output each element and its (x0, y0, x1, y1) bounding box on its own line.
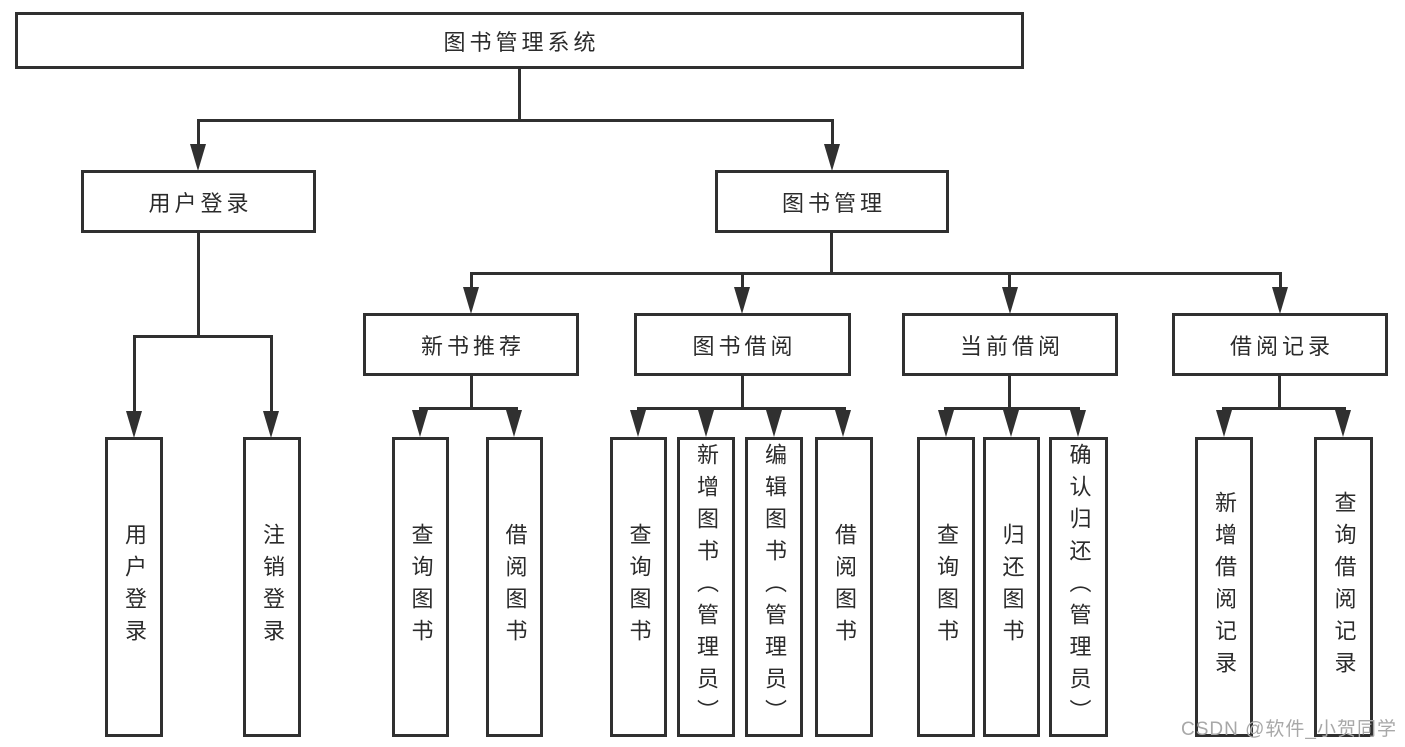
leaf-query-books-recommend: 查询图书 (392, 437, 449, 737)
connector-drop-borrow-records (1279, 272, 1282, 290)
arrowhead-icon (698, 410, 714, 437)
node-label: 用户登录 (122, 523, 147, 651)
leaf-add-borrow-record: 新增借阅记录 (1195, 437, 1253, 737)
leaf-query-books-borrow: 查询图书 (610, 437, 667, 737)
node-label: 图书管理 (781, 190, 886, 216)
arrowhead-icon (190, 144, 206, 171)
node-label: 查询图书 (408, 523, 434, 651)
connector-level3-bar (470, 272, 1282, 275)
node-label: 新增借阅记录 (1212, 491, 1237, 683)
node-label: 新增图书（管理员） (694, 443, 719, 731)
arrowhead-icon (824, 144, 840, 171)
leaf-logout: 注销登录 (243, 437, 301, 737)
leaf-add-book-admin: 新增图书（管理员） (677, 437, 735, 737)
arrowhead-icon (734, 287, 750, 314)
node-book-borrowing: 图书借阅 (634, 313, 851, 376)
node-label: 借阅图书 (832, 523, 857, 651)
connector-drop-new-book (470, 272, 473, 290)
arrowhead-icon (1216, 410, 1232, 437)
connector-drop-book-borrow (741, 272, 744, 290)
connector-new-book-stem (470, 376, 473, 410)
arrowhead-icon (1272, 287, 1288, 314)
connector-book-borrow-stem (741, 376, 744, 410)
csdn-watermark: CSDN @软件_小贺同学 (1181, 719, 1397, 740)
node-library-system: 图书管理系统 (15, 12, 1024, 69)
node-new-book-recommend: 新书推荐 (363, 313, 579, 376)
leaf-borrow-books: 借阅图书 (815, 437, 873, 737)
arrowhead-icon (766, 410, 782, 437)
node-current-borrowing: 当前借阅 (902, 313, 1118, 376)
leaf-return-books: 归还图书 (983, 437, 1040, 737)
connector-borrow-records-bar (1222, 407, 1346, 410)
leaf-confirm-return-admin: 确认归还（管理员） (1049, 437, 1108, 737)
connector-user-login-stem (197, 233, 200, 338)
connector-borrow-records-stem (1278, 376, 1281, 410)
arrowhead-icon (463, 287, 479, 314)
node-label: 图书借阅 (692, 333, 797, 359)
connector-root-stem (518, 69, 521, 122)
leaf-query-borrow-record: 查询借阅记录 (1314, 437, 1373, 737)
arrowhead-icon (1003, 410, 1019, 437)
connector-current-borrow-stem (1008, 376, 1011, 410)
node-label: 查询借阅记录 (1331, 491, 1357, 683)
connector-book-mgmt-stem (830, 233, 833, 275)
node-label: 当前借阅 (959, 333, 1064, 359)
arrowhead-icon (263, 411, 279, 438)
node-user-login: 用户登录 (81, 170, 316, 233)
node-label: 归还图书 (999, 523, 1025, 651)
leaf-edit-book-admin: 编辑图书（管理员） (745, 437, 803, 737)
connector-level2-bar (197, 119, 834, 122)
arrowhead-icon (506, 410, 522, 437)
node-borrowing-records: 借阅记录 (1172, 313, 1388, 376)
arrowhead-icon (1002, 287, 1018, 314)
node-label: 编辑图书（管理员） (762, 443, 787, 731)
arrowhead-icon (938, 410, 954, 437)
node-label: 查询图书 (626, 523, 652, 651)
connector-drop-user-login (197, 119, 200, 147)
connector-drop-leaf-logout (270, 335, 273, 413)
arrowhead-icon (630, 410, 646, 437)
arrowhead-icon (412, 410, 428, 437)
node-label: 借阅图书 (502, 523, 528, 651)
connector-user-login-bar (133, 335, 273, 338)
node-label: 新书推荐 (420, 333, 525, 359)
leaf-query-books-current: 查询图书 (917, 437, 975, 737)
connector-current-borrow-bar (944, 407, 1080, 410)
node-label: 确认归还（管理员） (1066, 443, 1092, 731)
connector-book-borrow-bar (637, 407, 846, 410)
connector-drop-current-borrow (1008, 272, 1011, 290)
node-label: 用户登录 (148, 190, 253, 216)
node-label: 注销登录 (260, 523, 285, 651)
node-book-management: 图书管理 (715, 170, 949, 233)
arrowhead-icon (1335, 410, 1351, 437)
node-label: 图书管理系统 (443, 29, 600, 55)
arrowhead-icon (1070, 410, 1086, 437)
leaf-user-login: 用户登录 (105, 437, 163, 737)
connector-drop-leaf-user-login (133, 335, 136, 413)
leaf-borrow-books-recommend: 借阅图书 (486, 437, 543, 737)
node-label: 查询图书 (934, 523, 959, 651)
connector-drop-book-mgmt (831, 119, 834, 147)
arrowhead-icon (126, 411, 142, 438)
node-label: 借阅记录 (1229, 333, 1334, 359)
arrowhead-icon (835, 410, 851, 437)
connector-new-book-bar (419, 407, 518, 410)
